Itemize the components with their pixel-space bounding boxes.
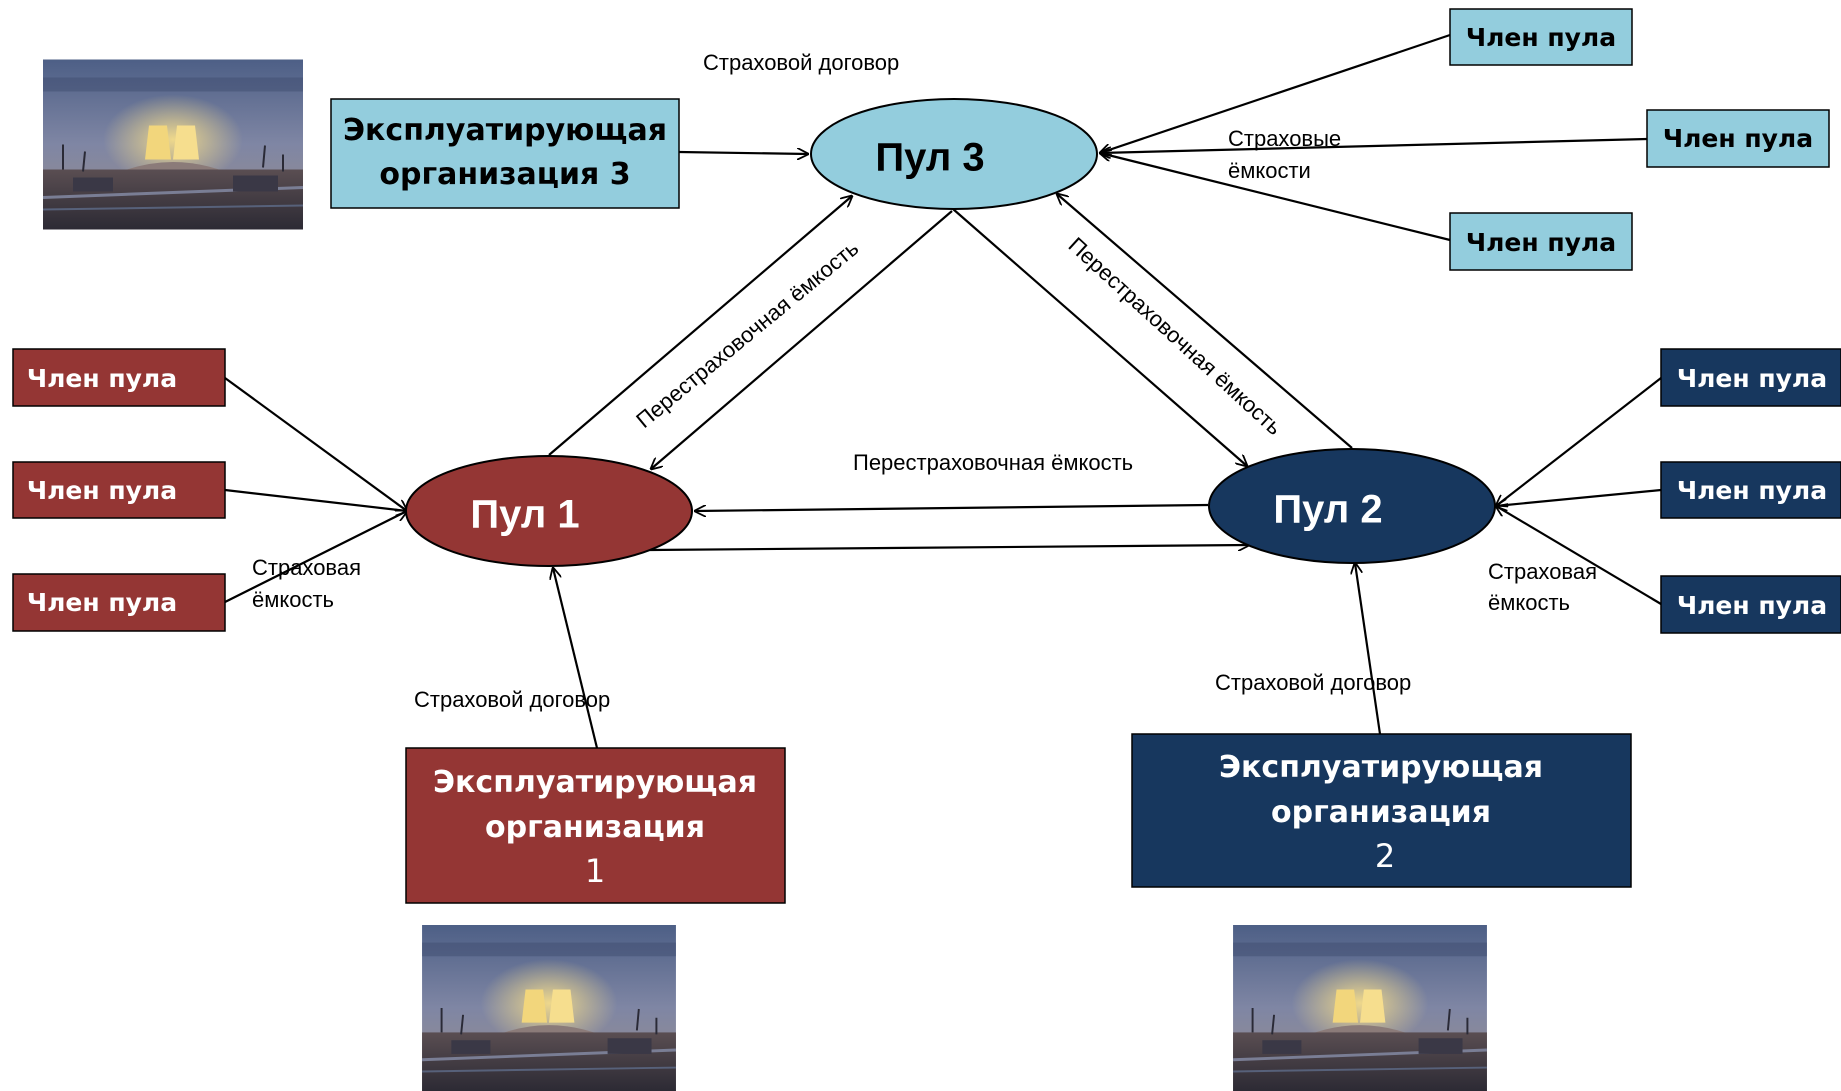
pool-1-ellipse <box>405 455 693 567</box>
pool-3-members: Член пула Член пула Член пула <box>1449 8 1830 271</box>
capacity-label-pool1-line1: Страховая <box>252 555 361 580</box>
member-box <box>12 348 226 407</box>
reinsurance-label-left: Перестраховочная ёмкость <box>631 235 863 432</box>
capacity-label-pool3-line1: Страховые <box>1228 126 1341 151</box>
operator-1-box <box>405 747 786 904</box>
member-box <box>1449 8 1633 66</box>
operator-2-line-3: 2 <box>1375 837 1395 875</box>
arrow-pool3-to-pool1 <box>651 210 953 469</box>
pool-1-label: Пул 1 <box>470 493 579 537</box>
arrow-pool1-to-pool3 <box>548 196 852 456</box>
member-label: Член пула <box>1677 364 1827 393</box>
connectors <box>224 33 1662 749</box>
pool-1-members: Член пула Член пула Член пула <box>12 348 226 632</box>
arrow-member1b-to-pool1 <box>224 488 407 511</box>
operator-1-line-3: 1 <box>585 852 605 890</box>
reinsurance-label-bottom: Перестраховочная ёмкость <box>853 450 1133 475</box>
contract-label-right: Страховой договор <box>1215 670 1411 695</box>
pool-2-label: Пул 2 <box>1273 488 1382 532</box>
member-label: Член пула <box>1466 228 1616 257</box>
capacity-label-pool3-line2: ёмкости <box>1228 158 1311 183</box>
member-label: Член пула <box>1663 124 1813 153</box>
pool-3-ellipse <box>810 98 1098 210</box>
member-box <box>12 573 226 632</box>
operator-1-line-2: организация <box>485 810 705 845</box>
arrow-member3c-to-pool3 <box>1100 153 1451 242</box>
member-label: Член пула <box>27 364 177 393</box>
arrow-member2a-to-pool2 <box>1496 377 1662 506</box>
pool-2: Пул 2 <box>1208 448 1496 564</box>
arrow-member2b-to-pool2 <box>1496 488 1662 506</box>
pool-2-members: Член пула Член пула Член пула <box>1660 348 1841 634</box>
member-label: Член пула <box>27 476 177 505</box>
contract-label-left: Страховой договор <box>414 687 610 712</box>
pool-1: Пул 1 <box>405 455 693 567</box>
arrow-member1c-to-pool1 <box>224 511 407 603</box>
operator-2-box <box>1131 733 1632 888</box>
member-box <box>1660 461 1841 519</box>
nuclear-plant-photo-top-left <box>43 59 303 230</box>
member-label: Член пула <box>27 588 177 617</box>
member-label: Член пула <box>1677 476 1827 505</box>
arrow-op1-to-pool1 <box>553 568 599 749</box>
arrow-pool2-to-pool1 <box>695 503 1209 511</box>
member-label: Член пула <box>1466 23 1616 52</box>
operator-1-line-1: Эксплуатирующая <box>433 765 757 800</box>
member-box <box>1646 109 1830 168</box>
member-box <box>12 461 226 519</box>
operator-3-line-1: Эксплуатирующая <box>343 113 667 148</box>
member-box <box>1660 575 1841 634</box>
pool-3-label: Пул 3 <box>875 136 984 180</box>
operator-3: Эксплуатирующая организация 3 <box>330 98 680 209</box>
arrow-pool1-to-pool2 <box>649 545 1249 552</box>
arrow-member2c-to-pool2 <box>1496 506 1662 605</box>
operator-3-line-2: организация 3 <box>379 157 630 192</box>
capacity-label-pool2-line1: Страховая <box>1488 559 1597 584</box>
nuclear-plant-photo-bottom-right <box>1231 925 1489 1091</box>
operator-1: Эксплуатирующая организация 1 <box>405 747 786 904</box>
arrow-op2-to-pool2 <box>1355 563 1382 735</box>
pool-2-ellipse <box>1208 448 1496 564</box>
nuclear-plant-photo-bottom-left <box>420 925 678 1091</box>
operator-2-line-1: Эксплуатирующая <box>1219 750 1543 785</box>
member-box <box>1449 212 1633 271</box>
operator-2-line-2: организация <box>1271 795 1491 830</box>
capacity-label-pool1-line2: ёмкость <box>252 587 334 612</box>
arrow-member3b-to-pool3 <box>1100 137 1648 153</box>
operator-2: Эксплуатирующая организация 2 <box>1131 733 1632 888</box>
operator-3-box <box>330 98 680 209</box>
arrow-member1a-to-pool1 <box>224 377 407 511</box>
member-box <box>1660 348 1841 407</box>
arrow-op3-to-pool3 <box>678 152 808 154</box>
arrow-member3a-to-pool3 <box>1100 33 1451 153</box>
pool-3: Пул 3 <box>810 98 1098 210</box>
arrow-pool2-to-pool3 <box>1057 194 1353 449</box>
arrow-pool3-to-pool2 <box>952 208 1247 466</box>
member-label: Член пула <box>1677 591 1827 620</box>
contract-label-top: Страховой договор <box>703 50 899 75</box>
capacity-label-pool2-line2: ёмкость <box>1488 590 1570 615</box>
